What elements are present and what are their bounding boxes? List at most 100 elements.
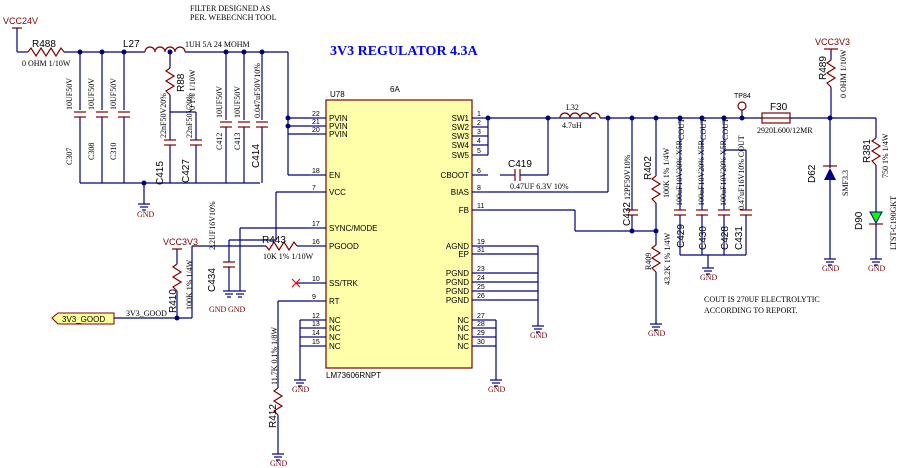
pin-number-11: 11: [477, 203, 484, 210]
pin-number-27: 27: [477, 313, 485, 320]
cout-note-line2: ACCORDING TO REPORT.: [704, 306, 798, 315]
pin-name-24: PGND: [446, 278, 469, 287]
svg-text:COUT: COUT: [677, 118, 686, 140]
svg-text:C427: C427: [181, 159, 192, 183]
pin-number-24: 24: [477, 275, 485, 282]
pin-number-31: 31: [477, 247, 485, 254]
svg-text:R488: R488: [32, 39, 56, 50]
pin-name-28: NC: [457, 324, 469, 333]
svg-text:11.7K 0.1% 1/8W: 11.7K 0.1% 1/8W: [270, 327, 279, 385]
filter-note-line2: PER. WEBECNCH TOOL: [190, 13, 277, 22]
pin-number-1: 1: [477, 111, 481, 118]
svg-text:0.47UF 6.3V 10%: 0.47UF 6.3V 10%: [510, 182, 569, 191]
svg-text:0 1% 1/10W: 0 1% 1/10W: [188, 69, 197, 110]
pin-number-4: 4: [477, 138, 481, 145]
pin-name-8: BIAS: [451, 188, 469, 197]
pin-number-10: 10: [312, 276, 320, 283]
svg-text:C414: C414: [251, 144, 262, 168]
pin-name-14: NC: [329, 333, 341, 342]
pin-number-19: 19: [477, 239, 485, 246]
pin-name-22: PVIN: [329, 114, 348, 123]
svg-text:C428: C428: [720, 226, 731, 250]
svg-text:100K 1% 1/4W: 100K 1% 1/4W: [185, 259, 194, 310]
capacitor-c308: C308 10UF50V: [87, 78, 108, 160]
svg-text:L27: L27: [123, 39, 140, 50]
svg-text:C310: C310: [109, 143, 118, 160]
capacitor-c310: C310 10UF50V: [109, 78, 130, 160]
pin-number-28: 28: [477, 321, 485, 328]
pin-number-2: 2: [477, 120, 481, 127]
pin-name-17: SYNC/MODE: [329, 224, 377, 233]
net-label-3v3-good: 3V3_GOOD: [51, 312, 115, 325]
pin-name-15: NC: [329, 342, 341, 351]
vcc24v-label: VCC24V: [3, 16, 38, 26]
resistor-r489: R489 0 OHM 1/10W: [818, 49, 848, 98]
svg-text:4.7uH: 4.7uH: [562, 121, 582, 130]
schematic-title: 3V3 REGULATOR 4.3A: [330, 44, 479, 59]
pin-name-26: PGND: [446, 296, 469, 305]
svg-text:GND: GND: [822, 264, 840, 273]
pin-name-19: AGND: [446, 242, 469, 251]
svg-text:C308: C308: [87, 143, 96, 160]
inductor-l27: L27 1UH 5A 24 MOHM: [123, 39, 250, 53]
svg-text:750 1% 1/4W: 750 1% 1/4W: [881, 133, 890, 178]
svg-text:0 OHM 1/10W: 0 OHM 1/10W: [22, 59, 71, 68]
pin-name-27: NC: [457, 316, 469, 325]
resistor-r402: R402 100K 1% 1/4W: [643, 147, 671, 204]
pin-number-15: 15: [312, 339, 320, 346]
svg-text:R402: R402: [643, 156, 654, 180]
svg-text:22nF50V20%: 22nF50V20%: [185, 93, 194, 138]
svg-text:100uF10V20% X5R: 100uF10V20% X5R: [675, 139, 684, 206]
svg-text:R443: R443: [262, 235, 286, 246]
svg-text:10UF50V: 10UF50V: [87, 78, 96, 110]
pin-number-30: 30: [477, 339, 485, 346]
pin-number-8: 8: [477, 185, 481, 192]
svg-text:10UF50V: 10UF50V: [65, 78, 74, 110]
pin-name-9: RT: [329, 297, 340, 306]
svg-text:10K 1% 1/10W: 10K 1% 1/10W: [263, 252, 314, 261]
svg-text:VCC3V3: VCC3V3: [163, 237, 198, 247]
pin-name-18: EN: [329, 171, 340, 180]
svg-text:L32: L32: [566, 103, 579, 112]
ic-u78: U78 6A LM73606RNPT: [325, 85, 473, 380]
testpoint-tp84[interactable]: TP84: [734, 93, 751, 111]
capacitor-c431: C431 0.47uF16V10% COUT: [734, 135, 752, 250]
pin-number-14: 14: [312, 330, 320, 337]
svg-text:LM73606RNPT: LM73606RNPT: [326, 371, 381, 380]
capacitor-c414: C414 0.047uF50V10%: [251, 63, 268, 168]
svg-text:12PF50V10%: 12PF50V10%: [623, 154, 632, 200]
pin-name-7: VCC: [329, 188, 346, 197]
svg-text:U78: U78: [330, 90, 345, 99]
svg-text:R489: R489: [818, 56, 829, 80]
pin-number-26: 26: [477, 293, 485, 300]
svg-text:0.047uF50V10%: 0.047uF50V10%: [253, 63, 262, 118]
pin-name-10: SS/TRK: [329, 279, 359, 288]
pin-name-30: NC: [457, 342, 469, 351]
svg-text:C430: C430: [698, 226, 709, 250]
svg-text:22nF50V20%: 22nF50V20%: [159, 93, 168, 138]
pin-name-2: SW2: [452, 123, 470, 132]
svg-text:C429: C429: [676, 224, 687, 248]
pin-number-5: 5: [477, 148, 481, 155]
capacitor-c427: C427 22nF50V20%: [181, 93, 202, 183]
svg-text:C307: C307: [65, 148, 74, 165]
resistor-r88: R88 0 1% 1/10W: [164, 67, 197, 110]
svg-text:F30: F30: [770, 102, 788, 113]
pin-number-29: 29: [477, 330, 485, 337]
svg-text:100uF10V20% X5R: 100uF10V20% X5R: [719, 139, 728, 206]
svg-text:COUT: COUT: [721, 118, 730, 140]
svg-text:100uF10V20% X5R: 100uF10V20% X5R: [697, 139, 706, 206]
svg-text:R88: R88: [176, 73, 187, 92]
pin-name-16: PGOOD: [329, 242, 359, 251]
capacitor-c432: C432 12PF50V10%: [622, 154, 638, 226]
pin-name-4: SW4: [452, 141, 470, 150]
pin-number-20: 20: [312, 127, 320, 134]
resistor-r443: R443 10K 1% 1/10W: [262, 235, 314, 261]
pin-number-17: 17: [312, 221, 320, 228]
svg-text:10UF50V: 10UF50V: [233, 86, 242, 118]
inductor-l32: L32 4.7uH: [559, 103, 601, 130]
svg-text:C432: C432: [622, 202, 633, 226]
svg-text:R409: R409: [644, 253, 653, 270]
